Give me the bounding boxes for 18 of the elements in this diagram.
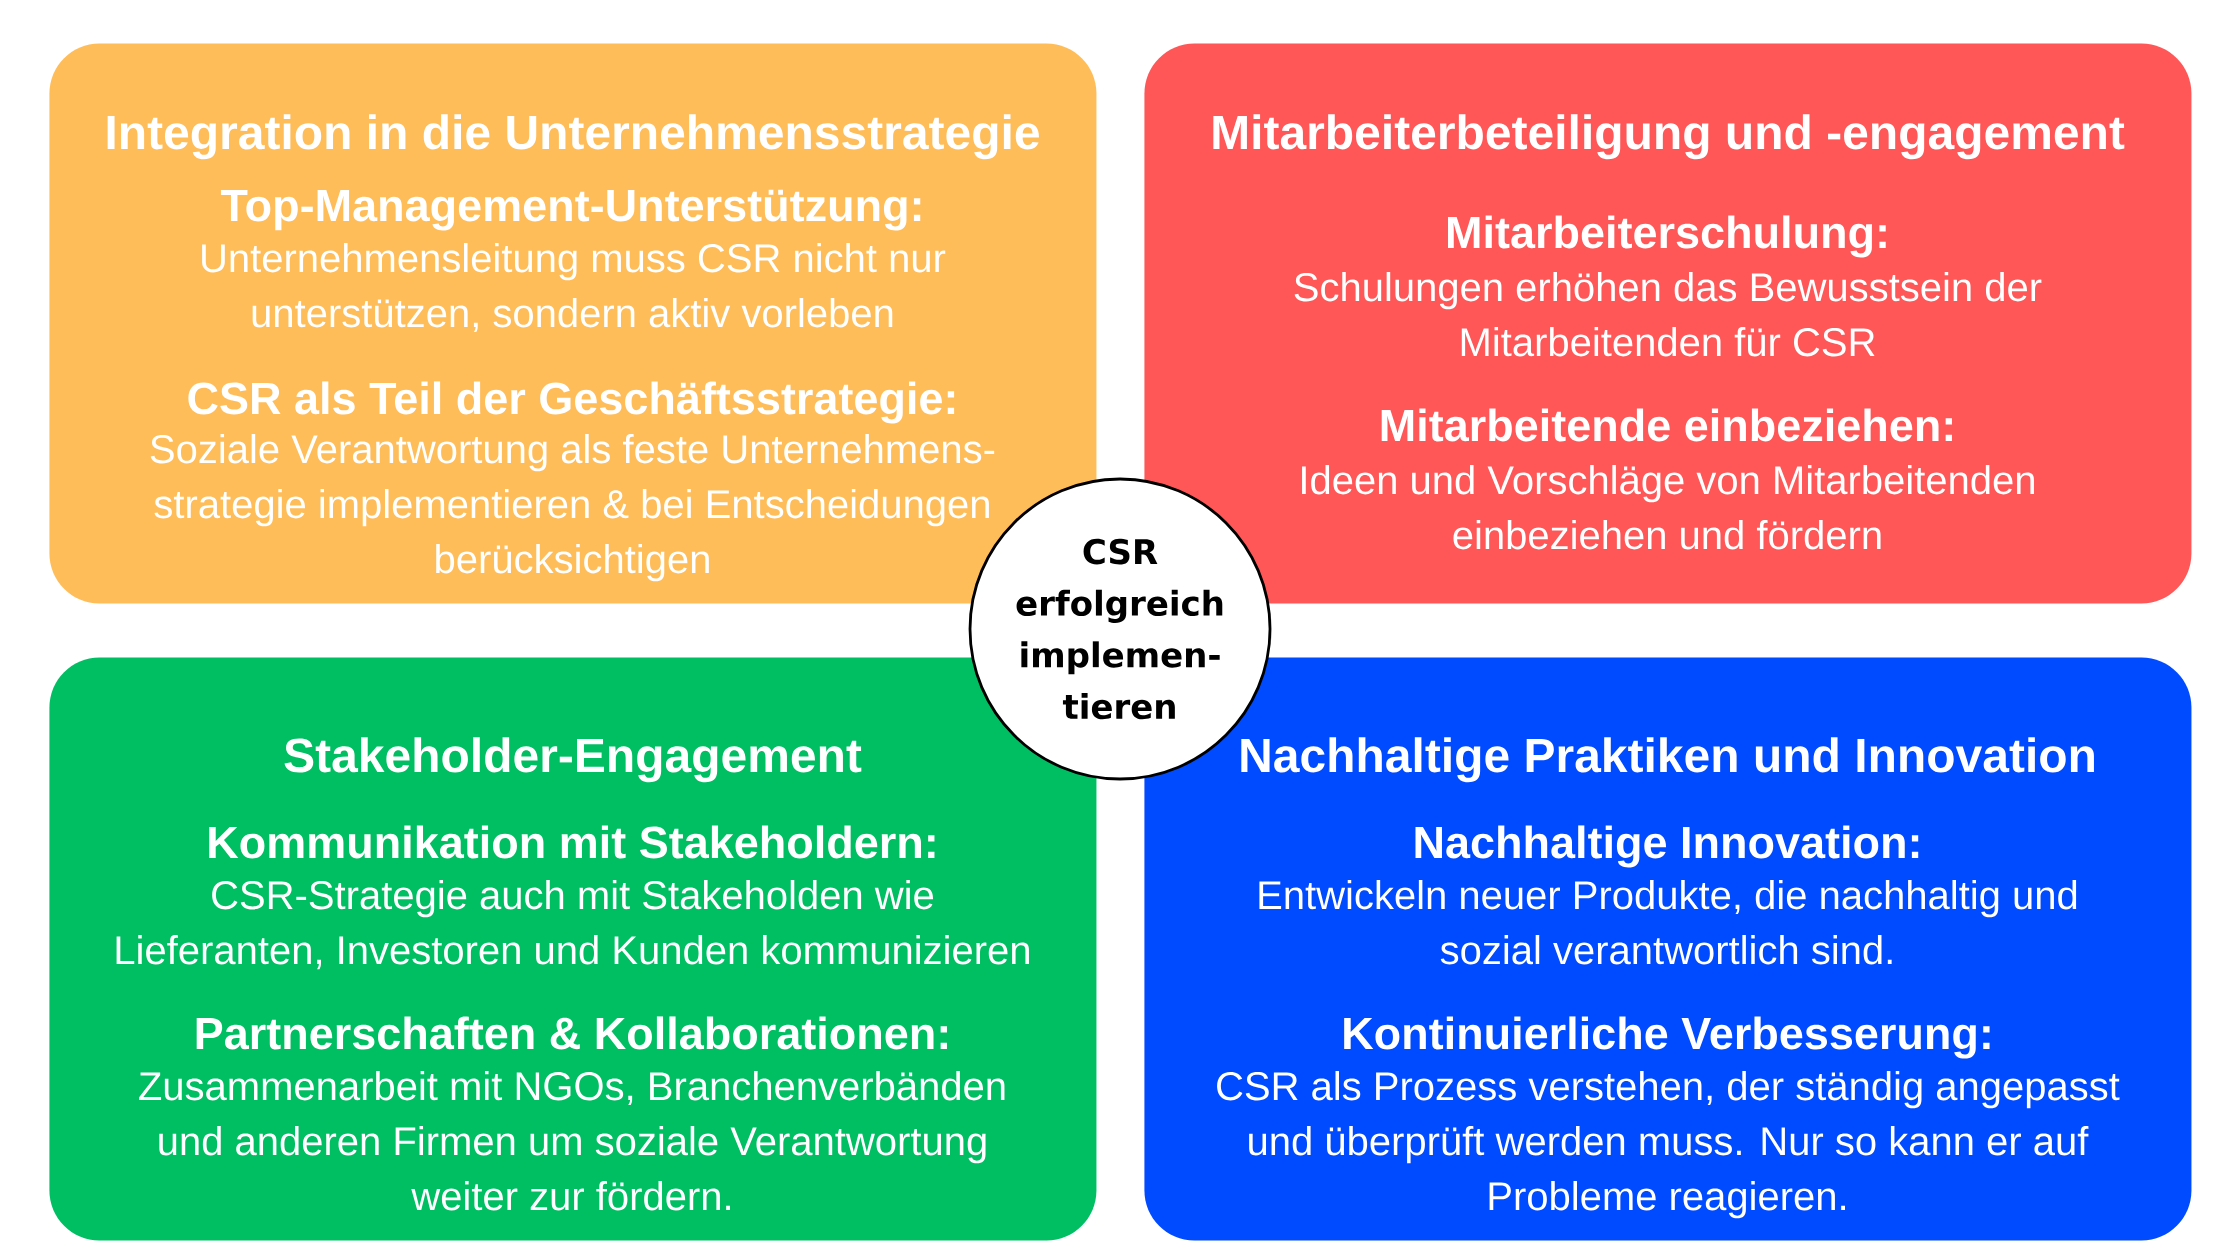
body-text: Schulungen erhöhen das Bewusstsein der Mitarbeitenden für CSR bbox=[1294, 272, 2042, 357]
body-text: Ideen und Vorschläge von Mitarbeitenden einbeziehen und fördern bbox=[1302, 465, 2034, 550]
body-text: CSR als Prozess verstehen, der ständig angepasst und überprüft werden muss. Nur so kann er auf Probleme reagieren. bbox=[1217, 1071, 2120, 1219]
subheading: Kommunikation mit Stakeholdern: bbox=[209, 825, 935, 859]
subheading: Mitarbeitende einbeziehen: bbox=[1381, 408, 1952, 442]
subheading: Nachhaltige Innovation: bbox=[1415, 825, 1919, 868]
body-text: Entwickeln neuer Produkte, die nachhaltig und sozial verantwortlich sind. bbox=[1259, 880, 2077, 965]
panel-heading: Mitarbeiterbeteiligung und -engagement bbox=[1213, 114, 2125, 160]
subheading: CSR als Teil der Geschäftsstrategie: bbox=[188, 381, 955, 424]
body-text: Unternehmensleitung muss CSR nicht nur unterstützen, sondern aktiv vorleben bbox=[202, 243, 946, 333]
subheading: Kontinuierliche Verbesserung: bbox=[1344, 1016, 1990, 1059]
panel-heading: Integration in die Unternehmensstrategie bbox=[107, 114, 1039, 160]
subheading: Partnerschaften & Kollaborationen: bbox=[196, 1016, 947, 1050]
subheading: Top-Management-Unterstützung: bbox=[220, 189, 921, 231]
subheading: Mitarbeiterschulung: bbox=[1448, 215, 1886, 258]
panel-heading: Stakeholder-Engagement bbox=[284, 737, 862, 783]
body-text: Zusammenarbeit mit NGOs, Branchenverbänden und anderen Firmen um soziale Verantwortung weiter zur fördern. bbox=[139, 1071, 1005, 1211]
body-text: CSR-Strategie auch mit Stakeholden wie Lieferanten, Investoren und Kunden kommunizieren bbox=[116, 880, 1029, 970]
